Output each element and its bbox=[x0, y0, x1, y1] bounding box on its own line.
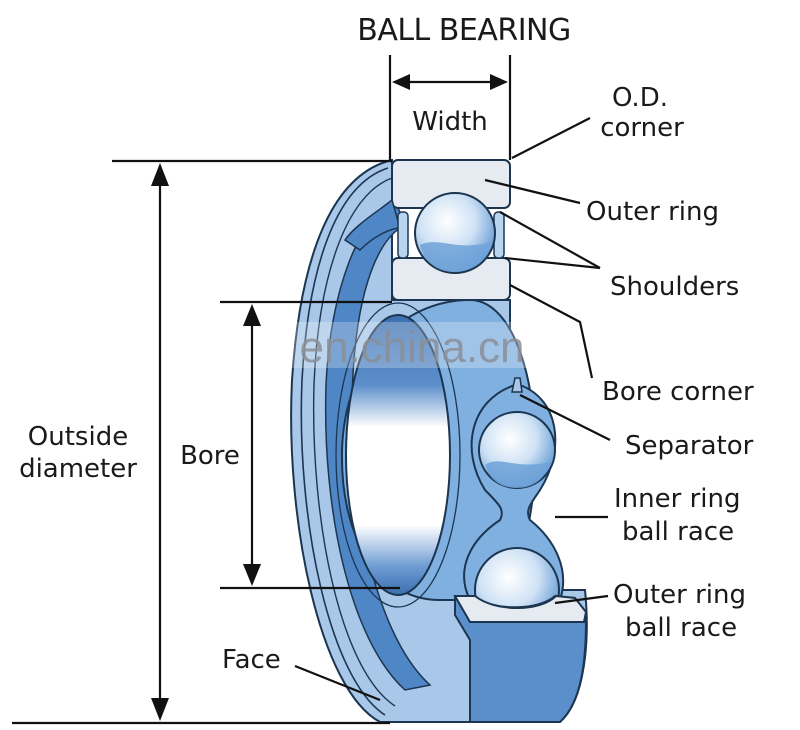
leader-lines bbox=[294, 117, 611, 702]
width-label: Width bbox=[412, 107, 488, 137]
dimension-lines bbox=[12, 55, 512, 725]
bore-hole bbox=[345, 314, 451, 596]
bore-label: Bore bbox=[180, 441, 240, 471]
outer-ring-ball-race-face bbox=[453, 594, 588, 623]
outer-ring-ball-race-label-line1: Outer ring bbox=[613, 580, 746, 610]
watermark-text: en.china.cn bbox=[299, 323, 524, 372]
outside-diameter-label-line2: diameter bbox=[19, 454, 137, 484]
bore-arrow-down bbox=[243, 564, 261, 586]
separator-label: Separator bbox=[625, 431, 754, 461]
outer-ring-inner-band bbox=[324, 199, 432, 691]
od-corner-label-line1: O.D. bbox=[612, 83, 668, 113]
face-label: Face bbox=[222, 645, 281, 675]
inner-ring-ball-race-label-line1: Inner ring bbox=[614, 484, 740, 514]
width-arrow-right bbox=[490, 74, 508, 90]
bore-arrow-up bbox=[243, 304, 261, 326]
od-arrow-down bbox=[151, 698, 169, 721]
bore-corner-label: Bore corner bbox=[602, 377, 754, 407]
bearing-illustration bbox=[290, 158, 588, 723]
watermark-band bbox=[265, 322, 575, 368]
shoulders-label: Shoulders bbox=[610, 272, 739, 302]
width-arrow-left bbox=[392, 74, 410, 90]
outer-ring-ball-race-label-line2: ball race bbox=[625, 613, 737, 643]
od-corner-label-line2: corner bbox=[600, 113, 684, 143]
outside-diameter-label-line1: Outside bbox=[28, 422, 128, 452]
inner-ring-ball-race-label-line2: ball race bbox=[622, 517, 734, 547]
outer-ring-label: Outer ring bbox=[586, 197, 719, 227]
od-arrow-up bbox=[151, 163, 169, 186]
diagram-title: BALL BEARING bbox=[357, 13, 571, 48]
